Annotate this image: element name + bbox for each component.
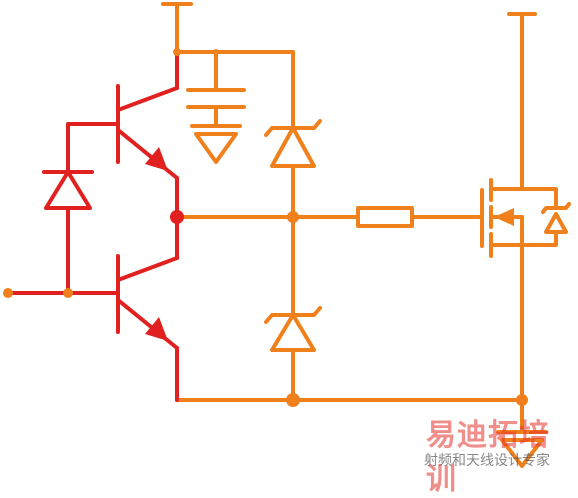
ground-symbol-cap	[190, 124, 242, 164]
junction-dot	[170, 210, 184, 224]
junction-dot	[213, 49, 219, 55]
base-loop-wire	[66, 122, 120, 174]
junction-dot	[516, 394, 528, 406]
emitter-arrow-lower	[145, 317, 168, 341]
power-stage-wiring	[161, 2, 571, 468]
junction-dot	[173, 48, 181, 56]
junction-dot	[286, 393, 300, 407]
driver-stage-wiring	[6, 50, 179, 402]
n-channel-mosfet	[480, 12, 524, 434]
npn-transistor-upper	[116, 50, 179, 219]
gate-resistor	[356, 206, 414, 228]
junction-dot	[63, 288, 73, 298]
npn-transistor-lower	[116, 215, 179, 402]
zener-diode-lower	[264, 306, 322, 402]
emitter-arrow-upper	[145, 147, 168, 171]
junctions	[3, 48, 528, 407]
circuit-schematic	[3, 2, 571, 468]
capacitor-c-supply	[186, 88, 246, 128]
input-terminal	[3, 288, 13, 298]
junction-dot	[287, 211, 299, 223]
base-diode	[42, 170, 94, 210]
mosfet-body-diode	[520, 187, 571, 247]
zener-diode-upper	[264, 119, 322, 219]
ground-symbol-source	[496, 430, 548, 468]
emitter-arrows	[145, 147, 168, 341]
watermark-subtitle: 射频和天线设计专家	[424, 453, 550, 469]
mosfet-arrow	[494, 208, 514, 226]
